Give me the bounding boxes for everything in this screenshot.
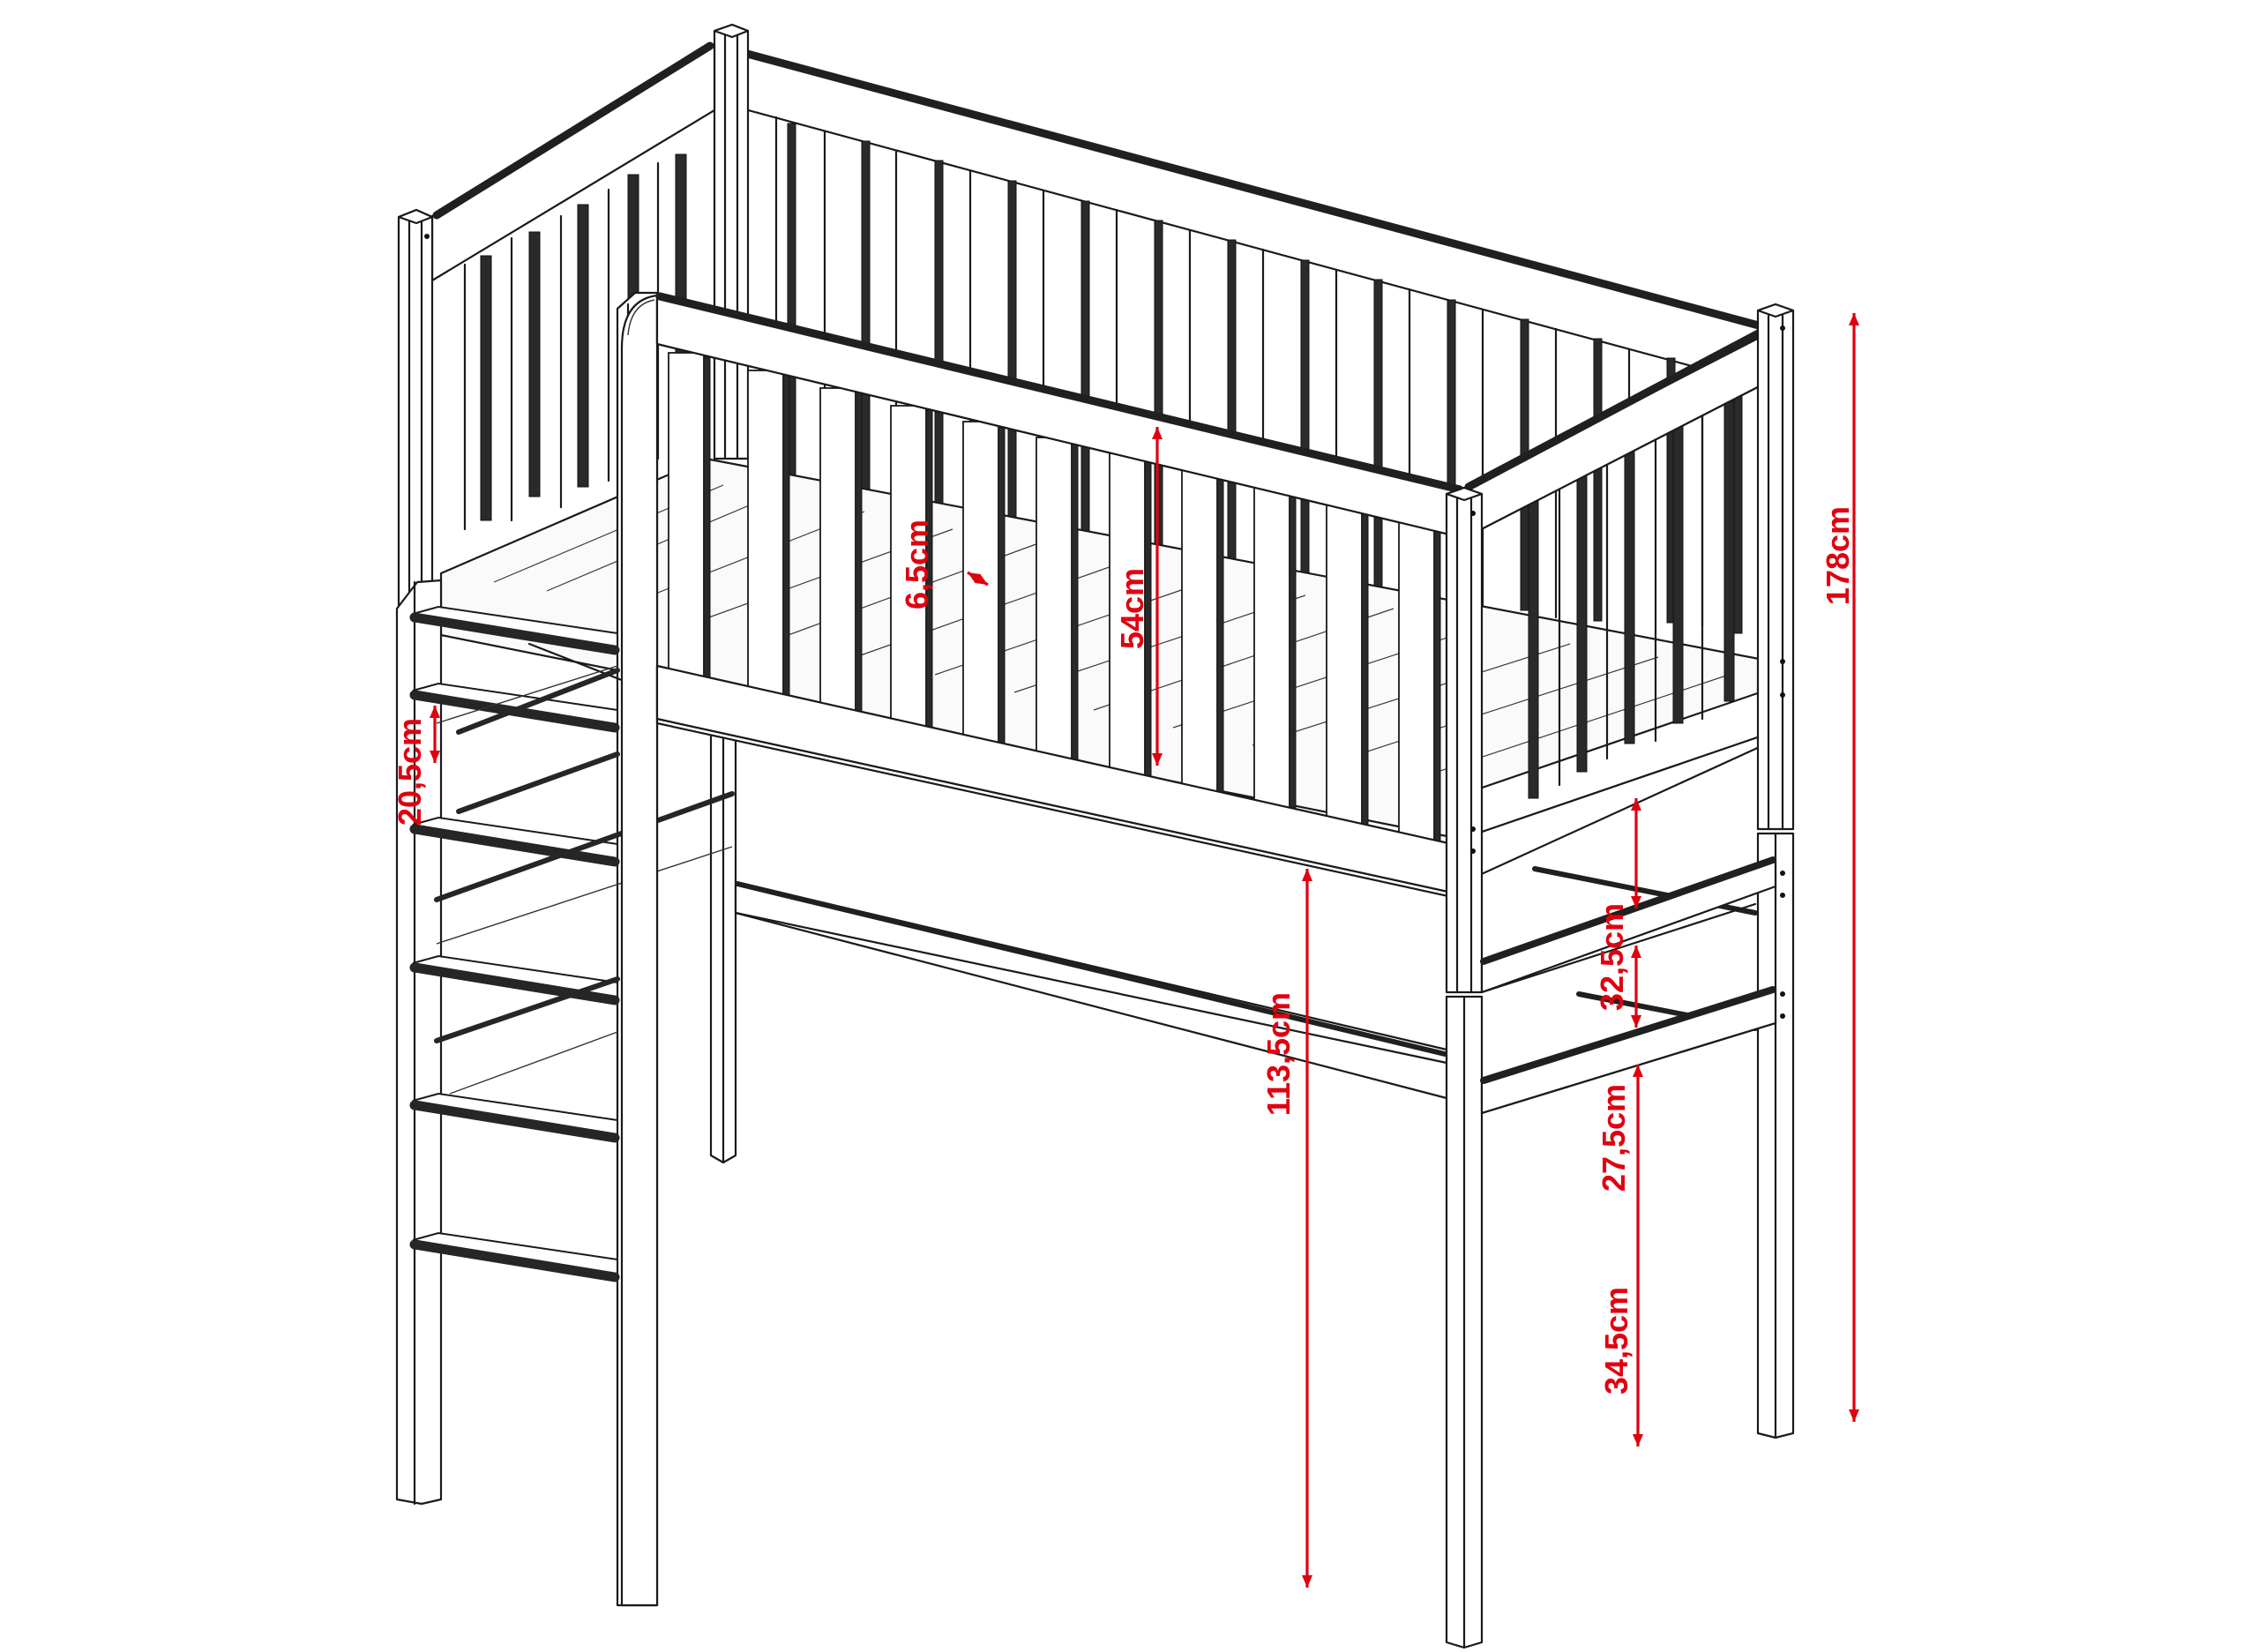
right-end-guardrail <box>1462 324 1775 884</box>
dimension-guardrail-height: 54cm <box>1114 427 1163 766</box>
arrowhead-end-icon <box>1302 1575 1312 1588</box>
back-long-guardrail <box>730 47 1775 634</box>
foot-end-lower-rails <box>1480 856 1777 1115</box>
arrowhead-end-icon <box>1631 896 1641 908</box>
back-right-post <box>1756 303 1795 1439</box>
dimension-label: 27,5cm <box>1596 1084 1632 1192</box>
dimension-label: 20,5cm <box>392 718 428 826</box>
dimension-middle-rung-spacing: 27,5cm <box>1596 946 1641 1192</box>
arrowhead-start-icon <box>968 572 982 584</box>
dimension-label: 113,5cm <box>1260 992 1297 1116</box>
arrowhead-end-icon <box>1633 1434 1643 1446</box>
front-right-post <box>1445 486 1484 1649</box>
dimension-floor-clearance: 34,5cm <box>1598 1065 1643 1446</box>
right-end-slats <box>1528 400 1735 799</box>
front-long-guardrail <box>620 292 1466 1607</box>
arrowhead-start-icon <box>1849 313 1859 325</box>
dimension-label: 32,5cm <box>1594 903 1630 1011</box>
dimension-upper-rung-spacing: 32,5cm <box>1594 798 1641 1011</box>
arrowhead-start-icon <box>1631 946 1641 958</box>
dimension-slat-gap: 6,5cm <box>899 520 989 609</box>
back-left-leg <box>709 721 737 1164</box>
under-bed-rails <box>734 880 1448 1100</box>
dimension-ladder-rung-spacing: 20,5cm <box>392 706 440 826</box>
front-guardrail-left-post <box>620 294 659 1607</box>
arrowhead-end-icon <box>974 573 988 585</box>
dimension-total-height: 178cm <box>1820 313 1859 1422</box>
dimension-label: 34,5cm <box>1598 1287 1634 1394</box>
arrowhead-start-icon <box>430 706 440 718</box>
arrowhead-end-icon <box>1849 1409 1859 1422</box>
dimension-label: 6,5cm <box>899 520 935 609</box>
arrowhead-start-icon <box>1302 869 1312 881</box>
arrowhead-end-icon <box>1631 1015 1641 1028</box>
back-left-post <box>713 23 750 460</box>
arrowhead-end-icon <box>430 751 440 763</box>
dimension-label: 178cm <box>1820 506 1856 605</box>
arrowhead-start-icon <box>1152 427 1163 439</box>
arrowhead-start-icon <box>1633 1065 1643 1077</box>
dimension-label: 54cm <box>1114 568 1150 649</box>
ladder-rungs <box>409 605 620 1282</box>
arrowhead-end-icon <box>1152 753 1163 766</box>
dimension-annotations: 178cm 54cm 6,5cm 113,5cm 32,5cm 27,5cm 34,5cm 2… <box>392 313 1859 1588</box>
dimension-underbed-clearance: 113,5cm <box>1260 869 1312 1588</box>
arrowhead-start-icon <box>1631 798 1641 811</box>
